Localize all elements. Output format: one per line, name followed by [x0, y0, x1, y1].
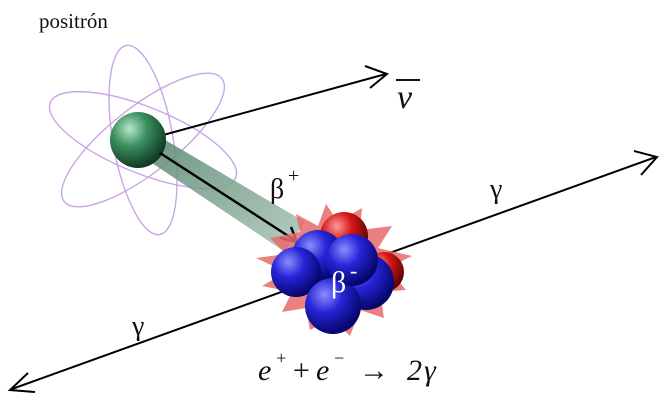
annihilation-equation: e + + e − → 2 γ: [258, 348, 437, 387]
gamma-right-label: γ: [489, 174, 502, 205]
gamma-left-arrowhead: [7, 372, 36, 393]
antineutrino-arrowhead: [364, 65, 389, 89]
neutron-sphere: [271, 247, 321, 297]
neutron-sphere: [305, 278, 361, 334]
antineutrino-symbol: ν: [397, 79, 413, 116]
gamma-right-arrowhead: [633, 150, 659, 176]
eq-arrow: →: [359, 354, 389, 387]
positron-label: positrón: [39, 9, 108, 33]
antineutrino-label: ν: [396, 79, 420, 116]
beta-minus-sup: -: [350, 258, 357, 283]
eq-e1-sup: +: [275, 348, 287, 368]
beta-plus-symbol: β: [270, 174, 284, 205]
eq-gamma: γ: [424, 354, 437, 387]
antineutrino-line: [144, 65, 389, 141]
eq-coef: 2: [407, 354, 422, 387]
eq-e2-sup: −: [333, 348, 345, 368]
eq-e2: e: [316, 354, 329, 387]
neutron-sphere: [326, 234, 378, 286]
eq-e1: e: [258, 354, 271, 387]
beta-minus-symbol: β: [331, 266, 346, 299]
orbit-ring: [48, 90, 238, 190]
beta-minus-label: β -: [331, 258, 357, 299]
beta-plus-sup: +: [288, 165, 299, 187]
eq-plus: +: [291, 354, 311, 387]
gamma-left-label: γ: [131, 311, 144, 342]
positron-trail: [128, 134, 305, 252]
nucleus: [271, 212, 404, 334]
positron-sphere: [110, 112, 166, 168]
beta-plus-label: β +: [270, 165, 299, 205]
